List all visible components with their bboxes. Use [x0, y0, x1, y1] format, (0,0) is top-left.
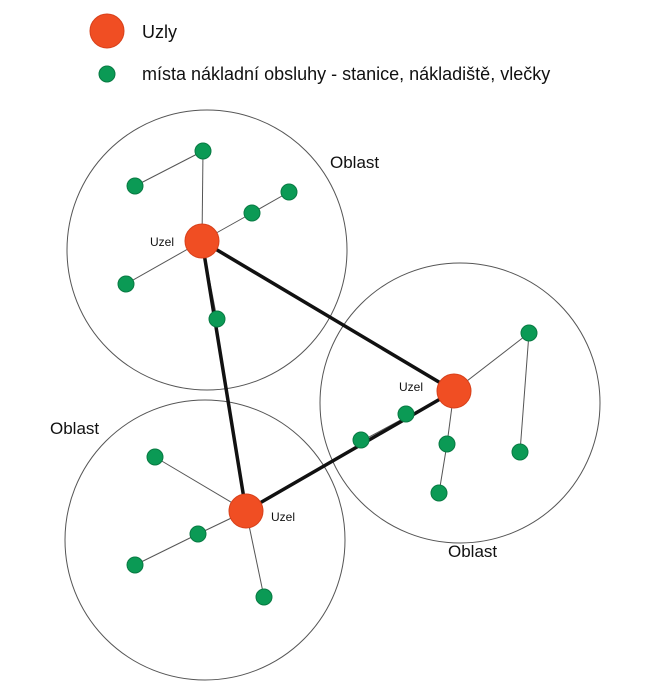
regions	[64, 109, 601, 681]
legend-hub-label: Uzly	[142, 22, 177, 42]
site-node	[352, 431, 370, 449]
hub-label-bottom: Uzel	[271, 510, 295, 524]
region-circle-top-left	[66, 109, 348, 391]
site-nodes	[117, 142, 538, 606]
region-circle-bottom-left	[64, 399, 346, 681]
region-label-top-left: Oblast	[330, 153, 379, 172]
trunk-bottom-right	[244, 389, 456, 513]
site-node	[117, 275, 135, 293]
legend-hub-marker	[89, 13, 125, 49]
site-node	[430, 484, 448, 502]
site-node	[146, 448, 164, 466]
trunk-lines	[200, 239, 456, 513]
site-node	[208, 310, 226, 328]
trunk-top-bottom	[200, 239, 248, 513]
region-label-right: Oblast	[448, 542, 497, 561]
hub-nodes	[184, 223, 472, 529]
site-node	[397, 405, 415, 423]
spokes-right	[357, 332, 530, 494]
site-node	[126, 556, 144, 574]
site-node	[194, 142, 212, 160]
trunk-top-right	[200, 239, 456, 393]
site-node	[255, 588, 273, 606]
region-circle-right	[319, 262, 601, 544]
site-node	[438, 435, 456, 453]
hub-node-bottom	[228, 493, 264, 529]
hub-label-top-left: Uzel	[150, 235, 174, 249]
hub-node-right	[436, 373, 472, 409]
legend-site-marker	[98, 65, 116, 83]
site-node	[511, 443, 529, 461]
region-labels: Oblast Oblast Oblast	[50, 153, 497, 561]
hub-labels: Uzel Uzel Uzel	[150, 235, 423, 524]
legend: Uzly místa nákladní obsluhy - stanice, n…	[89, 13, 550, 84]
hub-label-right: Uzel	[399, 380, 423, 394]
site-node	[126, 177, 144, 195]
hub-node-top-left	[184, 223, 220, 259]
site-node	[243, 204, 261, 222]
legend-site-label: místa nákladní obsluhy - stanice, náklad…	[142, 64, 550, 84]
site-node	[280, 183, 298, 201]
region-label-bottom-left: Oblast	[50, 419, 99, 438]
site-node	[189, 525, 207, 543]
site-node	[520, 324, 538, 342]
